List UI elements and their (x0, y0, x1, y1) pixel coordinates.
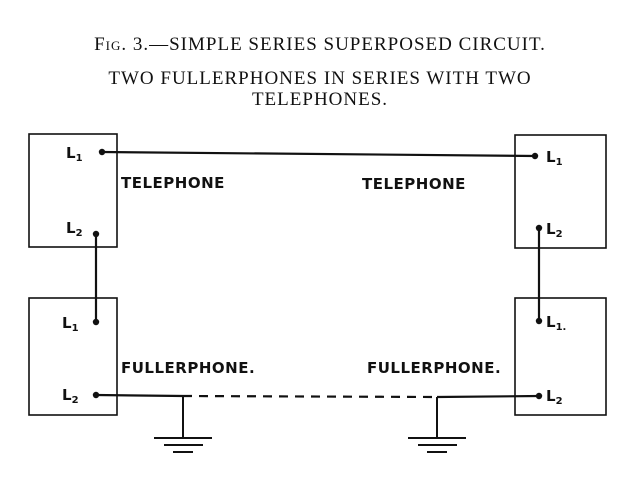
right-fullerphone-label: FULLERPHONE. (367, 359, 501, 377)
left-fullerphone-l2-terminal (92, 391, 100, 399)
right-fullerphone-l1-terminal (535, 317, 543, 325)
left-telephone-box (28, 133, 118, 248)
right-telephone-l1-terminal (531, 152, 539, 160)
earth-return-path (182, 394, 438, 399)
right-fullerphone-l2-terminal (535, 392, 543, 400)
figure-title: —SIMPLE SERIES SUPERPOSED CIRCUIT. (149, 34, 546, 55)
right-earth-ground-icon (408, 397, 466, 453)
figure-caption: Fig. 3.—SIMPLE SERIES SUPERPOSED CIRCUIT… (0, 34, 640, 56)
left-fullerphone-box (28, 297, 118, 416)
left-telephone-l2-label: L2 (66, 219, 83, 239)
right-fullerphone-l1-label: L1. (546, 313, 566, 333)
left-telephone-l1-terminal (98, 148, 106, 156)
right-telephone-label: TELEPHONE (362, 175, 466, 193)
right-telephone-l1-label: L1 (546, 148, 563, 168)
left-fullerphone-l1-terminal (92, 318, 100, 326)
right-telephone-l2-label: L2 (546, 220, 563, 240)
left-telephone-l1-label: L1 (66, 144, 83, 164)
left-fullerphone-l1-label: L1 (62, 314, 79, 334)
left-fullerphone-l2-label: L2 (62, 386, 79, 406)
right-fullerphone-l2-label: L2 (546, 387, 563, 407)
left-fullerphone-label: FULLERPHONE. (121, 359, 255, 377)
right-earth-lead (436, 394, 540, 399)
left-earth-ground-icon (154, 396, 212, 453)
figure-subtitle: TWO FULLERPHONES IN SERIES WITH TWO TELE… (108, 68, 532, 110)
left-earth-lead (95, 393, 184, 398)
right-telephone-l2-terminal (535, 224, 543, 232)
right-fullerphone-box (514, 297, 607, 416)
right-telephone-box (514, 134, 607, 249)
figure-number: Fig. 3. (94, 34, 150, 55)
left-telephone-l2-terminal (92, 230, 100, 238)
left-telephone-label: TELEPHONE (121, 174, 225, 192)
line-wire-telephones (101, 150, 536, 158)
